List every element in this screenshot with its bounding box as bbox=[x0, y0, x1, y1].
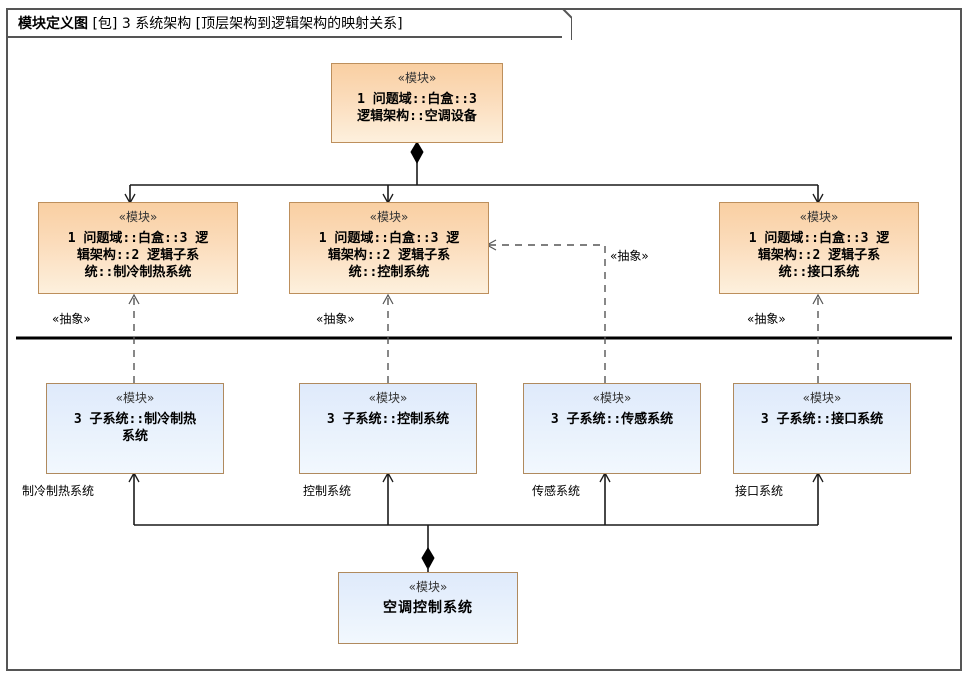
block-name-line2: 辑架构::2 逻辑子系 bbox=[76, 248, 200, 263]
diagram-frame-tab-corner bbox=[540, 8, 572, 40]
block-logical-interface-system[interactable]: «模块» 1 问题域::白盒::3 逻 辑架构::2 逻辑子系 统::接口系统 bbox=[719, 202, 919, 294]
block-name-line1: 3 子系统::控制系统 bbox=[326, 412, 450, 427]
block-stereotype: «模块» bbox=[802, 391, 842, 405]
block-name-line2: 系统 bbox=[121, 429, 148, 444]
abstraction-sensor-to-control bbox=[485, 239, 606, 383]
block-name-line3: 统::控制系统 bbox=[348, 265, 430, 280]
frame-title-package-name: 3 系统架构 bbox=[121, 16, 192, 32]
abstraction-label-control: «抽象» bbox=[316, 312, 355, 326]
block-name: 1 问题域::白盒::3 逻 辑架构::2 逻辑子系 统::制冷制热系统 bbox=[62, 230, 215, 281]
block-stereotype: «模块» bbox=[369, 210, 409, 224]
frame-title-kind: 模块定义图 bbox=[18, 16, 88, 32]
block-stereotype: «模块» bbox=[799, 210, 839, 224]
block-subsystem-sensor-system[interactable]: «模块» 3 子系统::传感系统 bbox=[523, 383, 701, 474]
abstraction-label-interface: «抽象» bbox=[747, 312, 786, 326]
page-title: 模块定义图 [包] 3 系统架构 [顶层架构到逻辑架构的映射关系] bbox=[18, 13, 403, 35]
part-role-label-cooling-heating: 制冷制热系统 bbox=[22, 484, 95, 498]
block-subsystem-cooling-heating-system[interactable]: «模块» 3 子系统::制冷制热 系统 bbox=[46, 383, 224, 474]
block-name-line1: 3 子系统::传感系统 bbox=[550, 412, 674, 427]
abstraction-label-cooling-heating: «抽象» bbox=[52, 312, 91, 326]
frame-title-package-tag: [包] bbox=[92, 16, 118, 32]
block-name-line2: 辑架构::2 逻辑子系 bbox=[757, 248, 881, 263]
abstraction-label-sensor: «抽象» bbox=[610, 249, 649, 263]
block-stereotype: «模块» bbox=[368, 391, 408, 405]
block-logical-cooling-heating-system[interactable]: «模块» 1 问题域::白盒::3 逻 辑架构::2 逻辑子系 统::制冷制热系… bbox=[38, 202, 238, 294]
block-name: 1 问题域::白盒::3 逻辑架构::空调设备 bbox=[351, 91, 483, 125]
block-name-line1: 1 问题域::白盒::3 逻 bbox=[748, 231, 890, 246]
block-name: 3 子系统::接口系统 bbox=[755, 411, 889, 428]
block-subsystem-interface-system[interactable]: «模块» 3 子系统::接口系统 bbox=[733, 383, 911, 474]
frame-title-view-name: [顶层架构到逻辑架构的映射关系] bbox=[195, 16, 403, 32]
aggregation-bottom-to-subsystems bbox=[128, 471, 824, 572]
block-stereotype: «模块» bbox=[397, 71, 437, 85]
block-air-conditioning-control-system[interactable]: «模块» 空调控制系统 bbox=[338, 572, 518, 644]
block-name-line2: 逻辑架构::空调设备 bbox=[357, 109, 477, 124]
part-role-label-control: 控制系统 bbox=[303, 484, 352, 498]
block-stereotype: «模块» bbox=[115, 391, 155, 405]
block-name: 1 问题域::白盒::3 逻 辑架构::2 逻辑子系 统::控制系统 bbox=[313, 230, 466, 281]
block-stereotype: «模块» bbox=[118, 210, 158, 224]
block-name: 1 问题域::白盒::3 逻 辑架构::2 逻辑子系 统::接口系统 bbox=[743, 230, 896, 281]
part-role-label-interface: 接口系统 bbox=[735, 484, 784, 498]
block-name-line1: 1 问题域::白盒::3 逻 bbox=[318, 231, 460, 246]
block-logical-control-system[interactable]: «模块» 1 问题域::白盒::3 逻 辑架构::2 逻辑子系 统::控制系统 bbox=[289, 202, 489, 294]
block-name-line1: 3 子系统::接口系统 bbox=[760, 412, 884, 427]
block-name-line1: 1 问题域::白盒::3 逻 bbox=[67, 231, 209, 246]
block-name: 3 子系统::控制系统 bbox=[321, 411, 455, 428]
block-name-line3: 统::制冷制热系统 bbox=[84, 265, 192, 280]
block-stereotype: «模块» bbox=[592, 391, 632, 405]
aggregation-top-to-logical bbox=[124, 141, 824, 205]
block-name-line1: 3 子系统::制冷制热 bbox=[73, 412, 197, 427]
block-top-air-conditioning-equipment[interactable]: «模块» 1 问题域::白盒::3 逻辑架构::空调设备 bbox=[331, 63, 503, 143]
diagram-frame-tab bbox=[6, 8, 562, 38]
block-stereotype: «模块» bbox=[408, 580, 448, 594]
block-name: 3 子系统::传感系统 bbox=[545, 411, 679, 428]
block-subsystem-control-system[interactable]: «模块» 3 子系统::控制系统 bbox=[299, 383, 477, 474]
block-name: 3 子系统::制冷制热 系统 bbox=[68, 411, 202, 445]
block-name: 空调控制系统 bbox=[383, 600, 473, 616]
block-name-line1: 1 问题域::白盒::3 bbox=[357, 92, 477, 107]
part-role-label-sensor: 传感系统 bbox=[532, 484, 581, 498]
block-name-line2: 辑架构::2 逻辑子系 bbox=[327, 248, 451, 263]
block-name-line3: 统::接口系统 bbox=[778, 265, 860, 280]
